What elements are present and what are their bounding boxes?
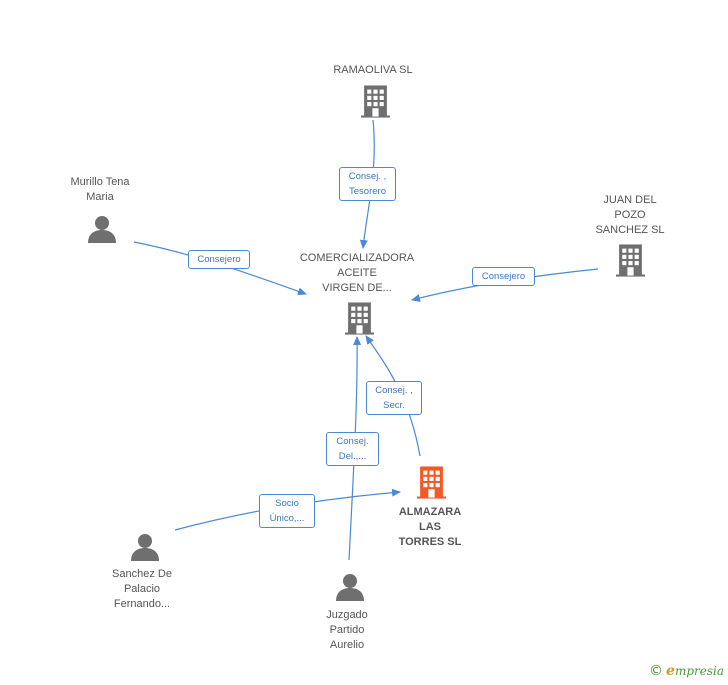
edge-label-sanchez[interactable]: Socio Único,...	[259, 494, 315, 528]
person-icon[interactable]	[131, 534, 159, 561]
edge-label-murillo[interactable]: Consejero	[188, 250, 250, 269]
edge-label-almazara[interactable]: Consej. , Secr.	[366, 381, 422, 415]
node-label-almazara[interactable]: ALMAZARA LAS TORRES SL	[398, 506, 462, 548]
edge-label-juzgado[interactable]: Consej. Del.,...	[326, 432, 379, 466]
node-label-ramaoliva[interactable]: RAMAOLIVA SL	[333, 64, 413, 76]
person-icon[interactable]	[336, 574, 364, 601]
edge-label-juan[interactable]: Consejero	[472, 267, 535, 286]
building-icon[interactable]	[616, 244, 645, 277]
building-icon[interactable]	[345, 302, 374, 335]
node-label-juzgado[interactable]: Juzgado Partido Aurelio	[326, 609, 368, 651]
node-label-sanchez[interactable]: Sanchez De Palacio Fernando...	[112, 568, 172, 610]
building-icon[interactable]	[361, 85, 390, 118]
node-label-comercializadora[interactable]: COMERCIALIZADORA ACEITE VIRGEN DE...	[299, 252, 415, 294]
edge-label-ramaoliva[interactable]: Consej. , Tesorero	[339, 167, 396, 201]
building-icon-main[interactable]	[417, 466, 446, 499]
node-label-juan-del-pozo[interactable]: JUAN DEL POZO SANCHEZ SL	[595, 194, 665, 236]
node-label-murillo[interactable]: Murillo Tena Maria	[70, 176, 130, 203]
empresia-logo: ©empresia	[649, 663, 724, 679]
copyright-icon: ©	[649, 663, 664, 679]
person-icon[interactable]	[88, 216, 116, 243]
